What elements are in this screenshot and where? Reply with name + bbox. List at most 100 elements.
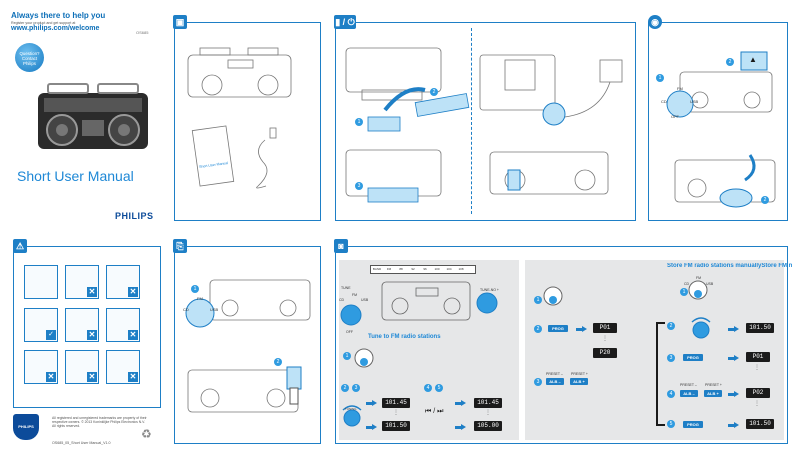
safety-cell-8: ✕ xyxy=(65,350,99,384)
website-link[interactable]: www.philips.com/welcome xyxy=(11,25,100,32)
band-cell: 100 xyxy=(434,267,440,271)
ellipsis: ⋮ xyxy=(393,410,399,416)
power-step-2: 2 xyxy=(430,88,438,96)
lcd-display: P01 xyxy=(593,323,617,333)
tune-step-2: 2 xyxy=(341,384,349,392)
recycle-icon: ♻ xyxy=(141,427,152,441)
safety-cell-7: ✕ xyxy=(24,350,58,384)
contact-philips-badge[interactable]: Question? Contact Philips xyxy=(15,43,44,72)
bubble-line-1: Question? xyxy=(19,51,40,56)
ellipsis: ⋮ xyxy=(754,401,760,407)
usb-knob-fm: FM xyxy=(197,296,203,301)
store-alb-minus-button[interactable]: ALB – xyxy=(680,390,698,397)
forbidden-mark-icon: ✕ xyxy=(87,330,97,340)
band-cell: 92 xyxy=(411,267,415,271)
lcd-display: 101.50 xyxy=(382,421,410,431)
help-title: Always there to help you xyxy=(11,11,106,20)
lcd-display: 105.00 xyxy=(474,421,502,431)
tune-knob-fm: FM xyxy=(352,293,358,297)
store-knob-cd: CD xyxy=(684,282,690,286)
forbidden-mark-icon: ✕ xyxy=(128,330,138,340)
store-knob-usb: USB xyxy=(706,282,714,286)
prog-button[interactable]: PROG xyxy=(548,325,568,332)
preset-minus-label: PRESET – xyxy=(546,372,563,376)
panel-divider xyxy=(471,28,472,214)
bubble-line-2: Contact xyxy=(21,56,38,61)
arrow-icon xyxy=(455,400,466,407)
usb-icon: ⎘ xyxy=(173,239,187,253)
store-step-2: 2 xyxy=(667,322,675,330)
disc-step-3: 2 xyxy=(761,196,769,204)
tune-step-1: 1 xyxy=(343,352,351,360)
tune-step-4: 4 xyxy=(424,384,432,392)
arrow-icon xyxy=(576,326,587,333)
preset-step-3: 3 xyxy=(534,378,542,386)
disc-knob-off: OFF xyxy=(671,114,679,119)
usb-knob-cd: CD xyxy=(183,307,189,312)
safety-cell-3: ✕ xyxy=(106,265,140,299)
radio-icon: ◙ xyxy=(334,239,348,253)
philips-wordmark: PHILIPS xyxy=(115,211,154,221)
band-cell: 88 xyxy=(399,267,403,271)
forbidden-mark-icon: ✕ xyxy=(46,372,56,382)
usb-step-1: 1 xyxy=(191,285,199,293)
skip-buttons-icon[interactable]: ⏮ / ⏭ xyxy=(425,408,444,415)
philips-shield-logo: PHILIPS xyxy=(13,414,39,440)
forbidden-mark-icon: ✕ xyxy=(128,287,138,297)
safety-cell-6: ✕ xyxy=(106,308,140,342)
alb-plus-button[interactable]: ALB + xyxy=(570,378,588,385)
band-cell: 108 xyxy=(458,267,464,271)
preset-step-1: 1 xyxy=(534,296,542,304)
store-prog-button[interactable]: PROG xyxy=(683,354,703,361)
allowed-check-icon: ✓ xyxy=(46,330,56,340)
arrow-icon xyxy=(366,424,377,431)
forbidden-mark-icon: ✕ xyxy=(128,372,138,382)
store-step-4: 4 xyxy=(667,390,675,398)
preset-step-2: 2 xyxy=(534,325,542,333)
tune-minus-label: TUNE xyxy=(341,286,351,290)
ellipsis: ⋮ xyxy=(602,336,608,342)
disc-step-1: 1 xyxy=(656,74,664,82)
store-preset-minus-label: PRESET – xyxy=(680,383,697,387)
arrow-icon xyxy=(728,391,739,398)
alb-minus-button[interactable]: ALB – xyxy=(546,378,564,385)
forbidden-mark-icon: ✕ xyxy=(87,287,97,297)
lcd-display: P20 xyxy=(593,348,617,358)
model-number: OS685 xyxy=(136,30,149,35)
arrow-icon xyxy=(728,326,739,333)
disc-knob-usb: USB xyxy=(690,99,699,104)
arrow-icon xyxy=(455,424,466,431)
store-preset-plus-label: PRESET + xyxy=(705,383,722,387)
store-step-1: 1 xyxy=(680,288,688,296)
preset-section xyxy=(525,260,784,440)
store-section-title: Store FM radio stations manuallyStore FM… xyxy=(667,263,793,269)
eject-icon[interactable]: ▲ xyxy=(749,55,757,64)
ellipsis: ⋮ xyxy=(754,365,760,371)
lcd-display: 101.50 xyxy=(746,419,774,429)
store-prog-button-2[interactable]: PROG xyxy=(683,421,703,428)
lcd-display: P01 xyxy=(746,352,770,362)
power-step-3: 3 xyxy=(355,182,363,190)
power-step-1: 1 xyxy=(355,118,363,126)
bubble-line-3: Philips xyxy=(23,61,36,66)
usb-knob-usb: USB xyxy=(210,307,219,312)
battery-power-icon: ▮ / ⏻ xyxy=(334,15,356,29)
tuning-dial-label: TUNING xyxy=(345,407,357,411)
store-knob-fm: FM xyxy=(696,276,702,280)
boombox-photo xyxy=(38,83,148,149)
warning-icon: ⚠ xyxy=(13,239,27,253)
arrow-icon xyxy=(728,355,739,362)
tune-section-title: Tune to FM radio stations xyxy=(368,334,441,340)
safety-cell-1 xyxy=(24,265,58,299)
store-alb-plus-button[interactable]: ALB + xyxy=(704,390,722,397)
lcd-display: 101.45 xyxy=(382,398,410,408)
register-text: Register your product and get support at xyxy=(11,21,76,25)
tune-knob-off: OFF xyxy=(346,330,353,334)
tune-step-5: 5 xyxy=(435,384,443,392)
disc-icon: ◉ xyxy=(648,15,662,29)
tune-knob-cd: CD xyxy=(339,298,345,302)
